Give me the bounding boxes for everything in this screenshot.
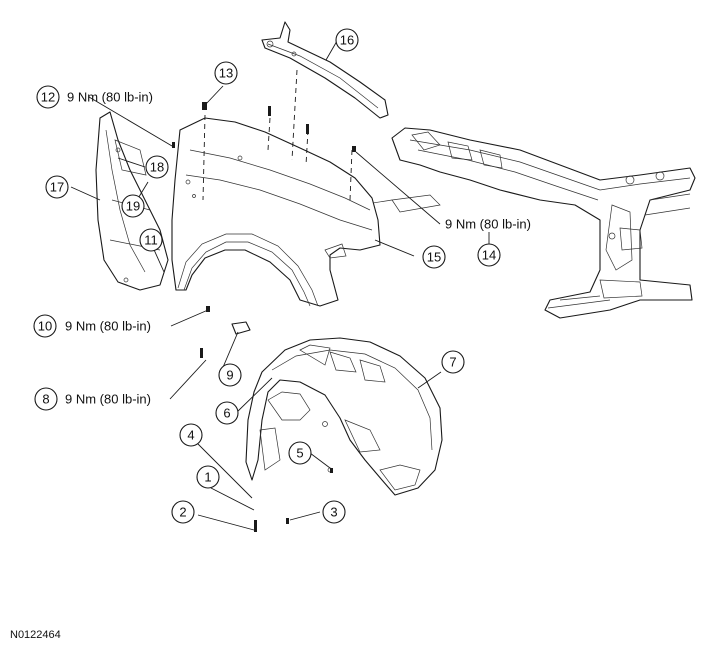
svg-text:18: 18 xyxy=(150,160,164,175)
svg-text:7: 7 xyxy=(449,355,456,370)
svg-text:5: 5 xyxy=(296,446,303,461)
svg-text:17: 17 xyxy=(50,180,64,195)
svg-text:10: 10 xyxy=(38,319,52,334)
callout-11: 11 xyxy=(139,228,163,252)
fasteners-9 xyxy=(200,306,333,532)
figure-id: N0122464 xyxy=(10,629,61,641)
callout-8: 8 9 Nm (80 lb-in) xyxy=(34,387,151,411)
callout-16: 16 xyxy=(335,28,359,52)
svg-text:15: 15 xyxy=(427,250,441,265)
callout-18: 18 xyxy=(145,155,169,179)
callout-5: 5 xyxy=(288,441,312,465)
svg-text:16: 16 xyxy=(340,33,354,48)
svg-text:13: 13 xyxy=(219,66,233,81)
callout-12: 12 9 Nm (80 lb-in) xyxy=(36,85,153,109)
svg-text:2: 2 xyxy=(179,505,186,520)
svg-text:1: 1 xyxy=(204,470,211,485)
callout-4: 4 xyxy=(179,423,203,447)
svg-text:19: 19 xyxy=(126,199,140,214)
alignment-line-bolt2 xyxy=(305,129,309,166)
callout-13: 13 xyxy=(214,61,238,85)
svg-text:12: 12 xyxy=(41,90,55,105)
callout-2: 2 xyxy=(171,500,195,524)
alignment-line-16 xyxy=(291,69,298,161)
callout-9: 9 xyxy=(218,363,242,387)
torque-label-8: 9 Nm (80 lb-in) xyxy=(65,392,151,407)
callout-1: 1 xyxy=(196,465,220,489)
callout-3: 3 xyxy=(322,500,346,524)
svg-text:3: 3 xyxy=(330,505,337,520)
svg-text:6: 6 xyxy=(223,406,230,421)
callout-10: 10 9 Nm (80 lb-in) xyxy=(33,314,151,338)
wheel-liner xyxy=(245,337,443,496)
torque-label-10: 9 Nm (80 lb-in) xyxy=(65,319,151,334)
leader-lines xyxy=(70,40,442,531)
svg-text:14: 14 xyxy=(482,248,496,263)
fender-seal-strip xyxy=(261,21,389,119)
radiator-support-frame xyxy=(359,127,696,319)
svg-text:4: 4 xyxy=(187,428,194,443)
callout-6: 6 xyxy=(215,401,239,425)
fender-top-bolts xyxy=(172,102,356,152)
callout-14: 9 Nm (80 lb-in) 14 xyxy=(445,217,531,267)
callout-19: 19 xyxy=(121,194,145,218)
torque-label-12: 9 Nm (80 lb-in) xyxy=(67,90,153,105)
callout-15: 15 xyxy=(422,245,446,269)
svg-text:8: 8 xyxy=(42,392,49,407)
svg-text:9: 9 xyxy=(226,368,233,383)
callout-17: 17 xyxy=(45,175,69,199)
svg-text:11: 11 xyxy=(144,233,158,248)
fender xyxy=(171,117,381,307)
torque-label-14: 9 Nm (80 lb-in) xyxy=(445,217,531,232)
callout-7: 7 xyxy=(441,350,465,374)
